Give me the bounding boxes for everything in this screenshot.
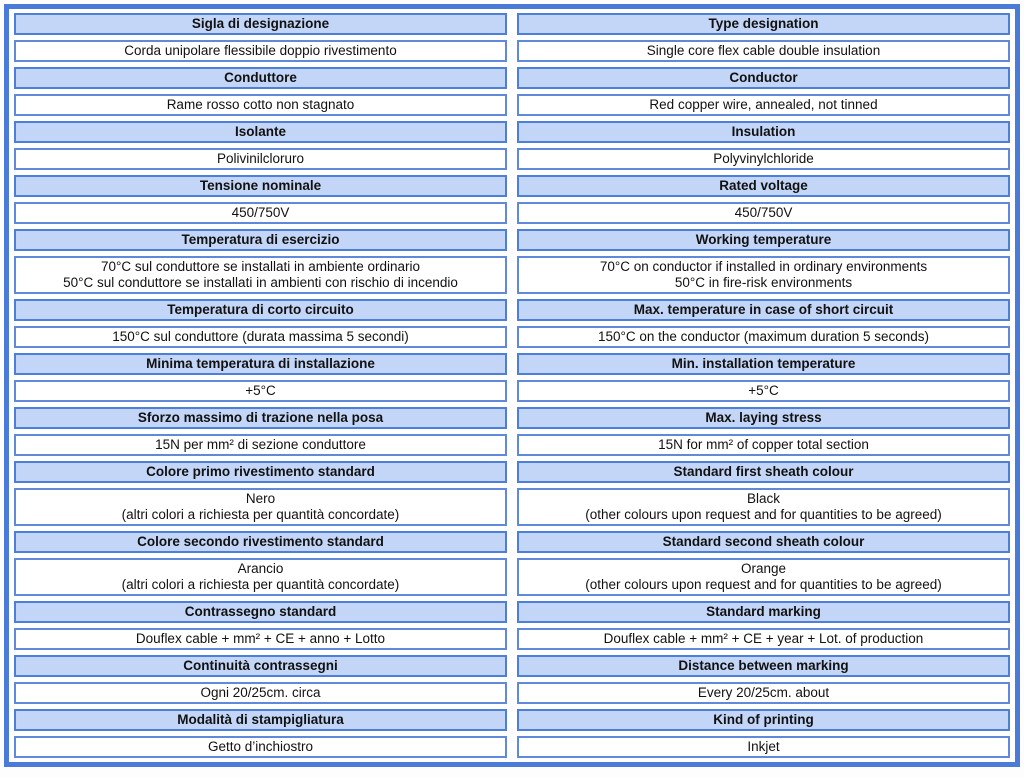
header-cell-en: Insulation xyxy=(517,121,1010,143)
table-row-header: Sigla di designazione Type designation xyxy=(14,13,1010,35)
table-row-header: Temperatura di corto circuito Max. tempe… xyxy=(14,299,1010,321)
value-cell-it: 70°C sul conduttore se installati in amb… xyxy=(14,256,507,294)
header-cell-it: Colore secondo rivestimento standard xyxy=(14,531,507,553)
value-cell-en: Douflex cable + mm² + CE + year + Lot. o… xyxy=(517,628,1010,650)
value-cell-it: Arancio (altri colori a richiesta per qu… xyxy=(14,558,507,596)
value-cell-en: Single core flex cable double insulation xyxy=(517,40,1010,62)
table-row-value: Ogni 20/25cm. circa Every 20/25cm. about xyxy=(14,682,1010,704)
table-row-header: Isolante Insulation xyxy=(14,121,1010,143)
table-row-header: Tensione nominale Rated voltage xyxy=(14,175,1010,197)
header-cell-it: Contrassegno standard xyxy=(14,601,507,623)
value-cell-it: Polivinilcloruro xyxy=(14,148,507,170)
table-row-value: 150°C sul conduttore (durata massima 5 s… xyxy=(14,326,1010,348)
value-cell-it: 450/750V xyxy=(14,202,507,224)
header-cell-en: Standard marking xyxy=(517,601,1010,623)
table-row-value: Nero (altri colori a richiesta per quant… xyxy=(14,488,1010,526)
header-cell-en: Standard second sheath colour xyxy=(517,531,1010,553)
table-row-value: Polivinilcloruro Polyvinylchloride xyxy=(14,148,1010,170)
value-cell-it: Nero (altri colori a richiesta per quant… xyxy=(14,488,507,526)
header-cell-it: Temperatura di corto circuito xyxy=(14,299,507,321)
value-cell-en: 70°C on conductor if installed in ordina… xyxy=(517,256,1010,294)
table-row-value: 70°C sul conduttore se installati in amb… xyxy=(14,256,1010,294)
header-cell-it: Sforzo massimo di trazione nella posa xyxy=(14,407,507,429)
table-row-header: Sforzo massimo di trazione nella posa Ma… xyxy=(14,407,1010,429)
table-row-value: 450/750V 450/750V xyxy=(14,202,1010,224)
header-cell-en: Distance between marking xyxy=(517,655,1010,677)
value-cell-it: Getto d’inchiostro xyxy=(14,736,507,758)
value-cell-it: Corda unipolare flessibile doppio rivest… xyxy=(14,40,507,62)
header-cell-en: Max. temperature in case of short circui… xyxy=(517,299,1010,321)
table-row-header: Colore primo rivestimento standard Stand… xyxy=(14,461,1010,483)
table-row-header: Conduttore Conductor xyxy=(14,67,1010,89)
table-row-value: Getto d’inchiostro Inkjet xyxy=(14,736,1010,758)
table-row-header: Modalità di stampigliatura Kind of print… xyxy=(14,709,1010,731)
header-cell-en: Type designation xyxy=(517,13,1010,35)
table-row-value: Rame rosso cotto non stagnato Red copper… xyxy=(14,94,1010,116)
table-row-header: Contrassegno standard Standard marking xyxy=(14,601,1010,623)
table-row-header: Continuità contrassegni Distance between… xyxy=(14,655,1010,677)
value-cell-en: Inkjet xyxy=(517,736,1010,758)
value-cell-en: Polyvinylchloride xyxy=(517,148,1010,170)
value-cell-en: 450/750V xyxy=(517,202,1010,224)
value-cell-en: Orange (other colours upon request and f… xyxy=(517,558,1010,596)
table-row-header: Colore secondo rivestimento standard Sta… xyxy=(14,531,1010,553)
header-cell-en: Rated voltage xyxy=(517,175,1010,197)
table-row-value: +5°C +5°C xyxy=(14,380,1010,402)
header-cell-it: Sigla di designazione xyxy=(14,13,507,35)
value-cell-en: Black (other colours upon request and fo… xyxy=(517,488,1010,526)
value-cell-en: +5°C xyxy=(517,380,1010,402)
header-cell-en: Conductor xyxy=(517,67,1010,89)
value-cell-it: 15N per mm² di sezione conduttore xyxy=(14,434,507,456)
header-cell-it: Minima temperatura di installazione xyxy=(14,353,507,375)
table-row-value: Corda unipolare flessibile doppio rivest… xyxy=(14,40,1010,62)
value-cell-it: +5°C xyxy=(14,380,507,402)
table-row-value: 15N per mm² di sezione conduttore 15N fo… xyxy=(14,434,1010,456)
table-row-header: Temperatura di esercizio Working tempera… xyxy=(14,229,1010,251)
value-cell-it: Rame rosso cotto non stagnato xyxy=(14,94,507,116)
spec-table: Sigla di designazione Type designation C… xyxy=(14,13,1010,758)
header-cell-en: Min. installation temperature xyxy=(517,353,1010,375)
value-cell-en: Red copper wire, annealed, not tinned xyxy=(517,94,1010,116)
value-cell-en: 15N for mm² of copper total section xyxy=(517,434,1010,456)
table-row-header: Minima temperatura di installazione Min.… xyxy=(14,353,1010,375)
header-cell-en: Kind of printing xyxy=(517,709,1010,731)
header-cell-it: Isolante xyxy=(14,121,507,143)
value-cell-it: Douflex cable + mm² + CE + anno + Lotto xyxy=(14,628,507,650)
table-row-value: Arancio (altri colori a richiesta per qu… xyxy=(14,558,1010,596)
header-cell-en: Standard first sheath colour xyxy=(517,461,1010,483)
value-cell-it: 150°C sul conduttore (durata massima 5 s… xyxy=(14,326,507,348)
header-cell-it: Tensione nominale xyxy=(14,175,507,197)
header-cell-en: Max. laying stress xyxy=(517,407,1010,429)
value-cell-it: Ogni 20/25cm. circa xyxy=(14,682,507,704)
header-cell-it: Temperatura di esercizio xyxy=(14,229,507,251)
value-cell-en: 150°C on the conductor (maximum duration… xyxy=(517,326,1010,348)
header-cell-it: Modalità di stampigliatura xyxy=(14,709,507,731)
table-row-value: Douflex cable + mm² + CE + anno + Lotto … xyxy=(14,628,1010,650)
header-cell-it: Continuità contrassegni xyxy=(14,655,507,677)
header-cell-it: Conduttore xyxy=(14,67,507,89)
value-cell-en: Every 20/25cm. about xyxy=(517,682,1010,704)
header-cell-en: Working temperature xyxy=(517,229,1010,251)
spec-table-frame: Sigla di designazione Type designation C… xyxy=(4,4,1020,767)
header-cell-it: Colore primo rivestimento standard xyxy=(14,461,507,483)
